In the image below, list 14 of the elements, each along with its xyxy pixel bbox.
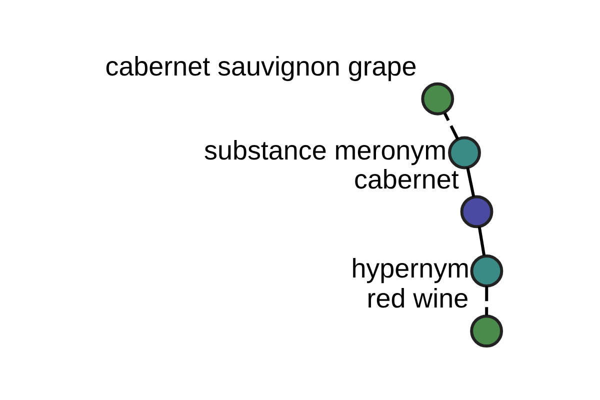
node-label: hypernym <box>350 254 469 284</box>
node-label: substance meronym <box>204 135 446 166</box>
node-circle <box>460 195 493 228</box>
connector <box>477 226 486 256</box>
connector <box>466 167 475 198</box>
node-circle <box>448 136 480 170</box>
connector <box>442 112 459 140</box>
node-circle <box>470 314 503 348</box>
node-label: red wine <box>366 284 468 314</box>
node-label: cabernet sauvignon grape <box>104 52 416 82</box>
connector <box>484 286 488 316</box>
node-circle <box>470 254 503 288</box>
node-label: cabernet <box>353 164 458 194</box>
node-circle <box>420 82 454 116</box>
